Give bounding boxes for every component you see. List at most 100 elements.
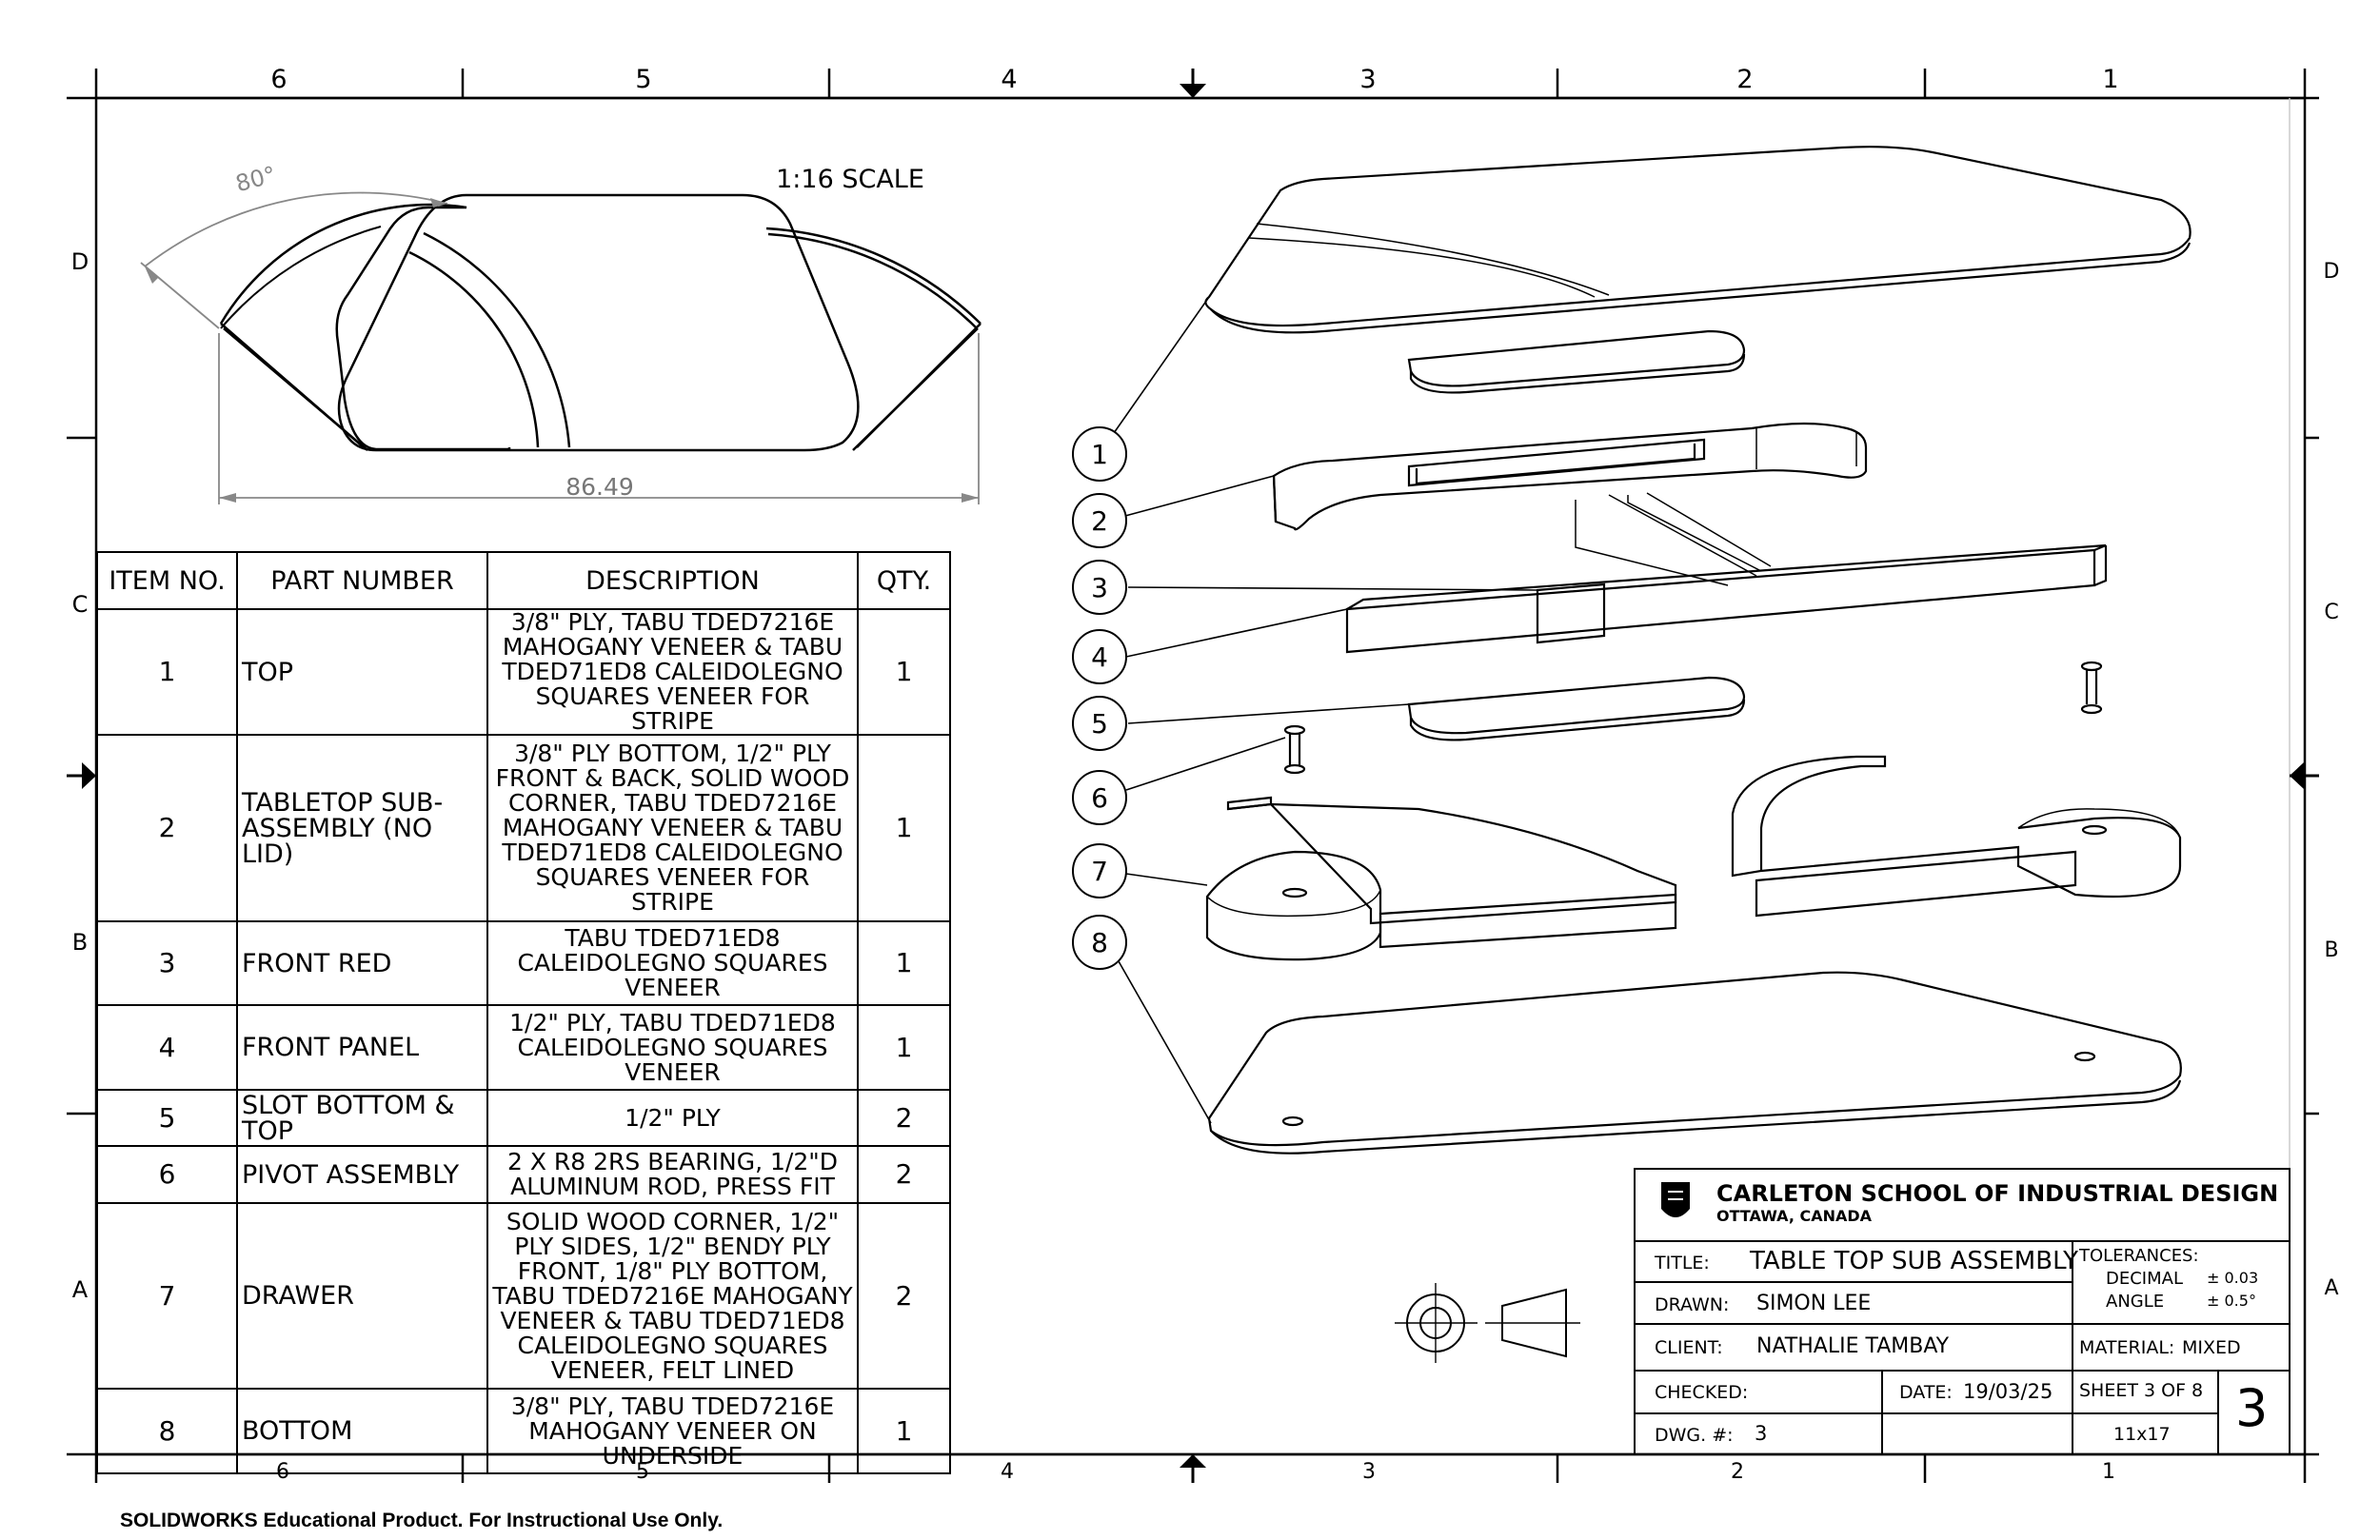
balloon-1: 1 [1072, 426, 1127, 482]
dimension-angle: 80° [233, 161, 279, 197]
bom-description: 3/8" PLY, TABU TDED7216E MAHOGANY VENEER… [486, 1388, 859, 1474]
zone-col-top-5: 2 [1736, 65, 1753, 94]
svg-text:5: 5 [1091, 708, 1108, 740]
zone-col-bottom-5: 2 [1731, 1460, 1744, 1484]
zone-col-bottom-3: 4 [1001, 1460, 1014, 1484]
decimal-tolerance: ± 0.03 [2207, 1269, 2259, 1287]
part-pivot-right [2080, 661, 2103, 715]
balloon-7: 7 [1072, 843, 1127, 898]
part-drawer-right [1731, 755, 2182, 918]
tolerances-label: TOLERANCES: [2079, 1246, 2199, 1266]
bom-qty: 2 [857, 1089, 951, 1147]
zone-row-left-c: C [72, 591, 89, 618]
svg-text:8: 8 [1091, 927, 1108, 958]
client-label: CLIENT: [1655, 1337, 1723, 1358]
bom-part: PIVOT ASSEMBLY [236, 1145, 488, 1204]
exploded-assembly-view [1204, 146, 2192, 1155]
angle-tolerance: ± 0.5° [2207, 1292, 2256, 1310]
bom-item: 6 [96, 1145, 238, 1204]
bom-header-description: DESCRIPTION [486, 551, 859, 610]
svg-text:6: 6 [1091, 782, 1108, 814]
date-label: DATE: [1899, 1382, 1953, 1403]
table-row: 2 TABLETOP SUB-ASSEMBLY (NO LID) 3/8" PL… [96, 734, 951, 922]
bom-qty: 1 [857, 608, 951, 736]
bom-qty: 2 [857, 1145, 951, 1204]
title-label: TITLE: [1655, 1253, 1710, 1273]
drawn-by: SIMON LEE [1756, 1292, 1872, 1315]
bom-header-qty: QTY. [857, 551, 951, 610]
part-tabletop-subassembly [1272, 422, 1868, 531]
bill-of-materials-table: ITEM NO. PART NUMBER DESCRIPTION QTY. 1 … [96, 551, 951, 1474]
bom-description: 1/2" PLY, TABU TDED71ED8 CALEIDOLEGNO SQ… [486, 1004, 859, 1091]
svg-text:1: 1 [1091, 439, 1108, 470]
bom-item: 3 [96, 920, 238, 1006]
detail-view-outline [219, 203, 511, 451]
dwg-label: DWG. #: [1655, 1425, 1734, 1446]
school-location: OTTAWA, CANADA [1716, 1207, 1873, 1225]
drawn-label: DRAWN: [1655, 1294, 1730, 1315]
client-name: NATHALIE TAMBAY [1756, 1334, 1950, 1358]
table-row: 3 FRONT RED TABU TDED71ED8 CALEIDOLEGNO … [96, 920, 951, 1006]
dimension-width: 86.49 [565, 473, 634, 501]
drawing-title: TABLE TOP SUB ASSEMBLY [1750, 1247, 2078, 1275]
svg-text:3: 3 [1091, 572, 1108, 603]
balloon-3: 3 [1072, 560, 1127, 615]
scale-label: 1:16 SCALE [776, 165, 924, 194]
centering-arrows [67, 69, 2319, 1483]
paper-size: 11x17 [2113, 1424, 2171, 1445]
bom-item: 1 [96, 608, 238, 736]
bom-part: BOTTOM [236, 1388, 488, 1474]
bom-item: 7 [96, 1202, 238, 1390]
zone-col-bottom-4: 3 [1362, 1460, 1376, 1484]
balloon-2: 2 [1072, 493, 1127, 548]
bom-item: 4 [96, 1004, 238, 1091]
school-name: CARLETON SCHOOL OF INDUSTRIAL DESIGN [1716, 1180, 2279, 1207]
decimal-label: DECIMAL [2106, 1269, 2183, 1289]
bom-item: 8 [96, 1388, 238, 1474]
table-row: 4 FRONT PANEL 1/2" PLY, TABU TDED71ED8 C… [96, 1004, 951, 1091]
zone-row-right-d: D [2324, 260, 2340, 284]
zone-col-top-4: 3 [1359, 65, 1376, 94]
zone-col-top-3: 4 [1001, 65, 1017, 94]
bom-qty: 1 [857, 1004, 951, 1091]
zone-row-left-d: D [71, 248, 89, 275]
bom-description: 3/8" PLY, TABU TDED7216E MAHOGANY VENEER… [486, 608, 859, 736]
table-row: 8 BOTTOM 3/8" PLY, TABU TDED7216E MAHOGA… [96, 1388, 951, 1474]
part-slot-bottom [1407, 676, 1746, 741]
balloon-6: 6 [1072, 770, 1127, 825]
material-value: MIXED [2182, 1337, 2241, 1358]
bom-description: TABU TDED71ED8 CALEIDOLEGNO SQUARES VENE… [486, 920, 859, 1006]
balloon-5: 5 [1072, 696, 1127, 751]
bom-qty: 1 [857, 1388, 951, 1474]
date-value: 19/03/25 [1963, 1380, 2053, 1403]
part-pivot-left [1283, 724, 1306, 775]
bom-part: DRAWER [236, 1202, 488, 1390]
zone-col-bottom-6: 1 [2102, 1460, 2115, 1484]
bom-item: 5 [96, 1089, 238, 1147]
bom-qty: 1 [857, 920, 951, 1006]
balloon-4: 4 [1072, 629, 1127, 684]
part-front-panel [1345, 492, 2108, 654]
part-top [1204, 146, 2192, 334]
svg-text:2: 2 [1091, 505, 1108, 537]
bom-description: SOLID WOOD CORNER, 1/2" PLY SIDES, 1/2" … [486, 1202, 859, 1390]
part-bottom [1207, 971, 2182, 1155]
bom-part: TOP [236, 608, 488, 736]
bom-qty: 1 [857, 734, 951, 922]
top-detail-view [219, 193, 982, 452]
third-angle-projection-icon [1395, 1283, 1580, 1363]
zone-row-right-b: B [2324, 938, 2338, 962]
zone-row-left-b: B [72, 929, 88, 956]
table-row: 7 DRAWER SOLID WOOD CORNER, 1/2" PLY SID… [96, 1202, 951, 1390]
educational-use-notice: SOLIDWORKS Educational Product. For Inst… [120, 1510, 724, 1531]
table-row: 6 PIVOT ASSEMBLY 2 X R8 2RS BEARING, 1/2… [96, 1145, 951, 1204]
bom-description: 3/8" PLY BOTTOM, 1/2" PLY FRONT & BACK, … [486, 734, 859, 922]
detail-dimensions [140, 191, 980, 504]
angle-label: ANGLE [2106, 1292, 2165, 1312]
bom-header-row: ITEM NO. PART NUMBER DESCRIPTION QTY. [96, 551, 951, 610]
title-block [1634, 1168, 2291, 1455]
item-balloons: 1 2 3 4 5 6 7 8 [1072, 426, 1127, 970]
bom-description: 2 X R8 2RS BEARING, 1/2"D ALUMINUM ROD, … [486, 1145, 859, 1204]
bom-description: 1/2" PLY [486, 1089, 859, 1147]
